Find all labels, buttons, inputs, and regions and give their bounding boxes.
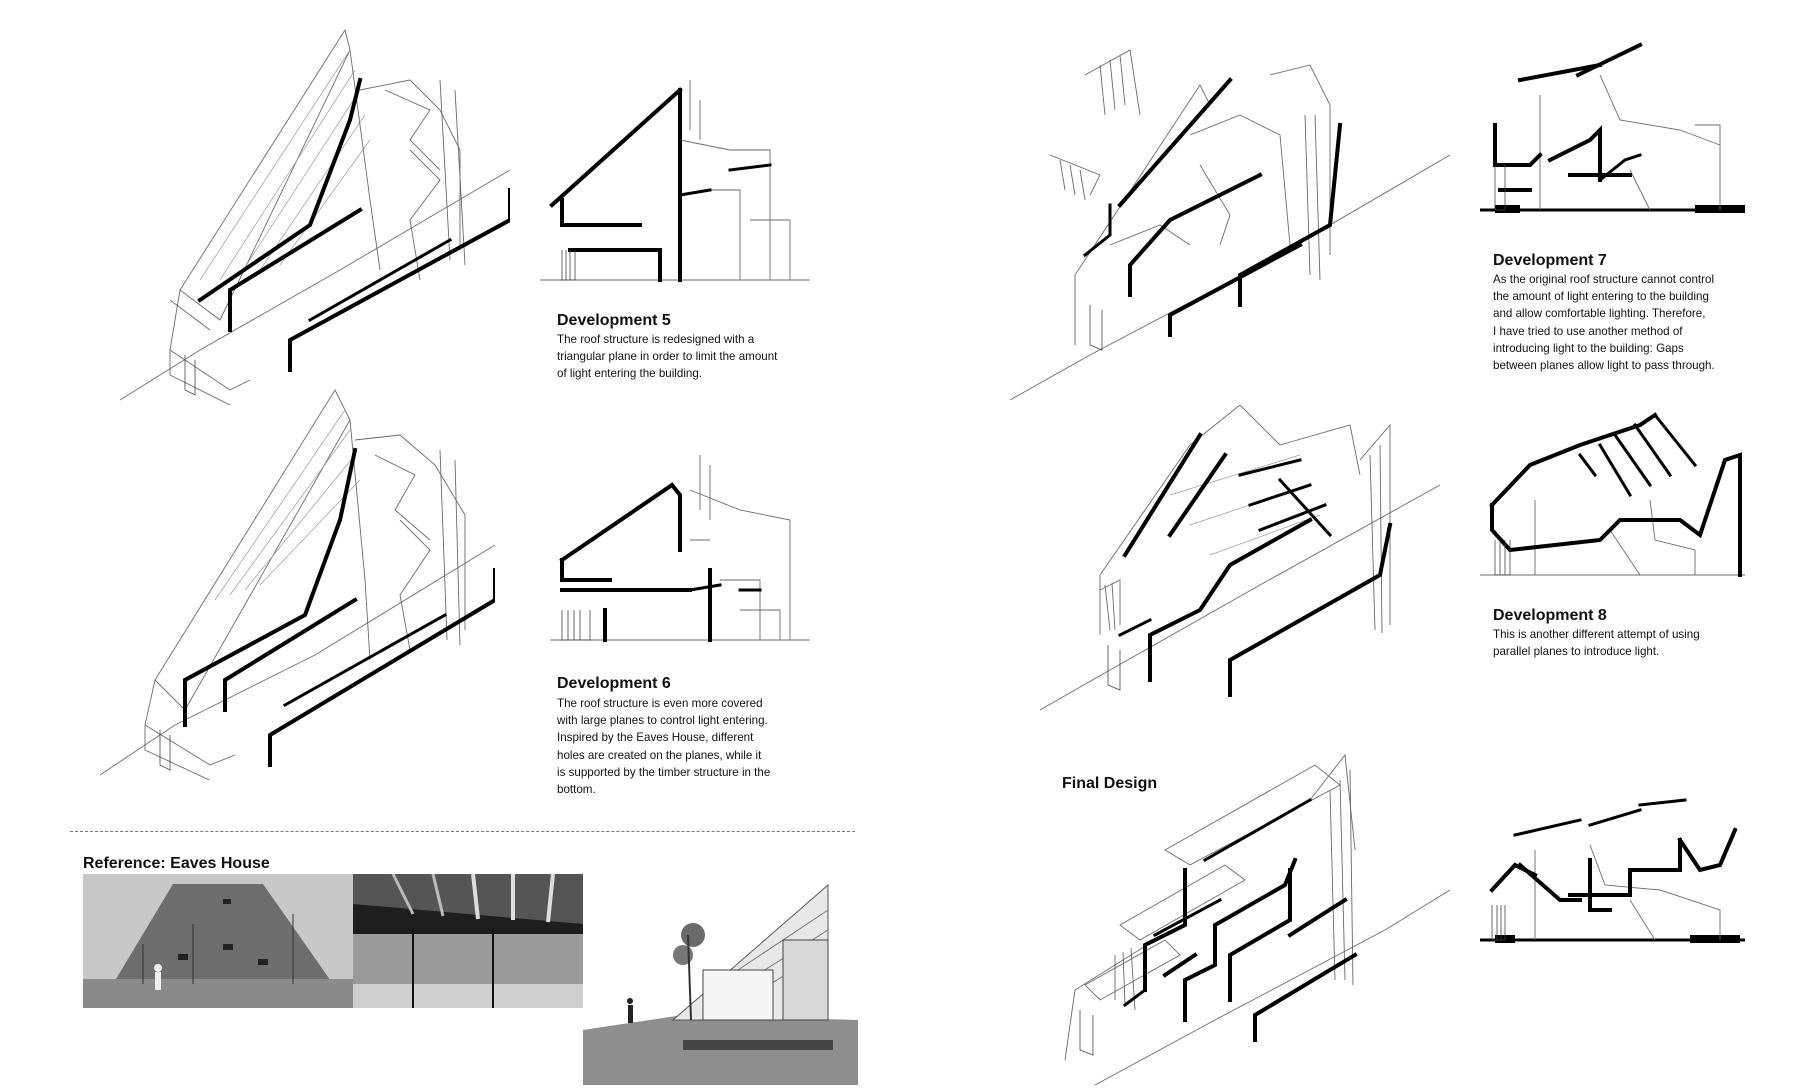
development-7-axonometric — [1010, 45, 1450, 400]
development-8-description: This is another different attempt of usi… — [1493, 628, 1700, 659]
reference-section-drawing — [583, 880, 858, 1085]
development-5-title: Development 5 — [557, 312, 671, 330]
development-7-title: Development 7 — [1493, 252, 1607, 270]
development-7-description: As the original roof structure cannot co… — [1493, 273, 1715, 373]
development-8-title: Development 8 — [1493, 607, 1607, 625]
final-design-axonometric — [1055, 740, 1450, 1085]
section-divider — [70, 831, 855, 832]
development-8-axonometric — [1040, 405, 1440, 715]
final-design-title: Final Design — [1062, 775, 1158, 793]
development-5-description: The roof structure is redesigned with a … — [557, 333, 778, 381]
development-6-section — [550, 450, 810, 645]
reference-title: Reference: Eaves House — [83, 855, 270, 873]
development-7-section — [1480, 40, 1745, 215]
development-8-section — [1480, 410, 1745, 580]
development-6-title: Development 6 — [557, 675, 671, 693]
development-6-description: The roof structure is even more covered … — [557, 697, 771, 797]
development-5-section — [540, 80, 810, 285]
development-5-axonometric — [110, 20, 510, 405]
reference-photo-interior — [353, 874, 583, 1008]
development-6-axonometric — [95, 380, 495, 780]
reference-photo-exterior — [83, 874, 353, 1008]
final-design-section — [1480, 780, 1745, 950]
